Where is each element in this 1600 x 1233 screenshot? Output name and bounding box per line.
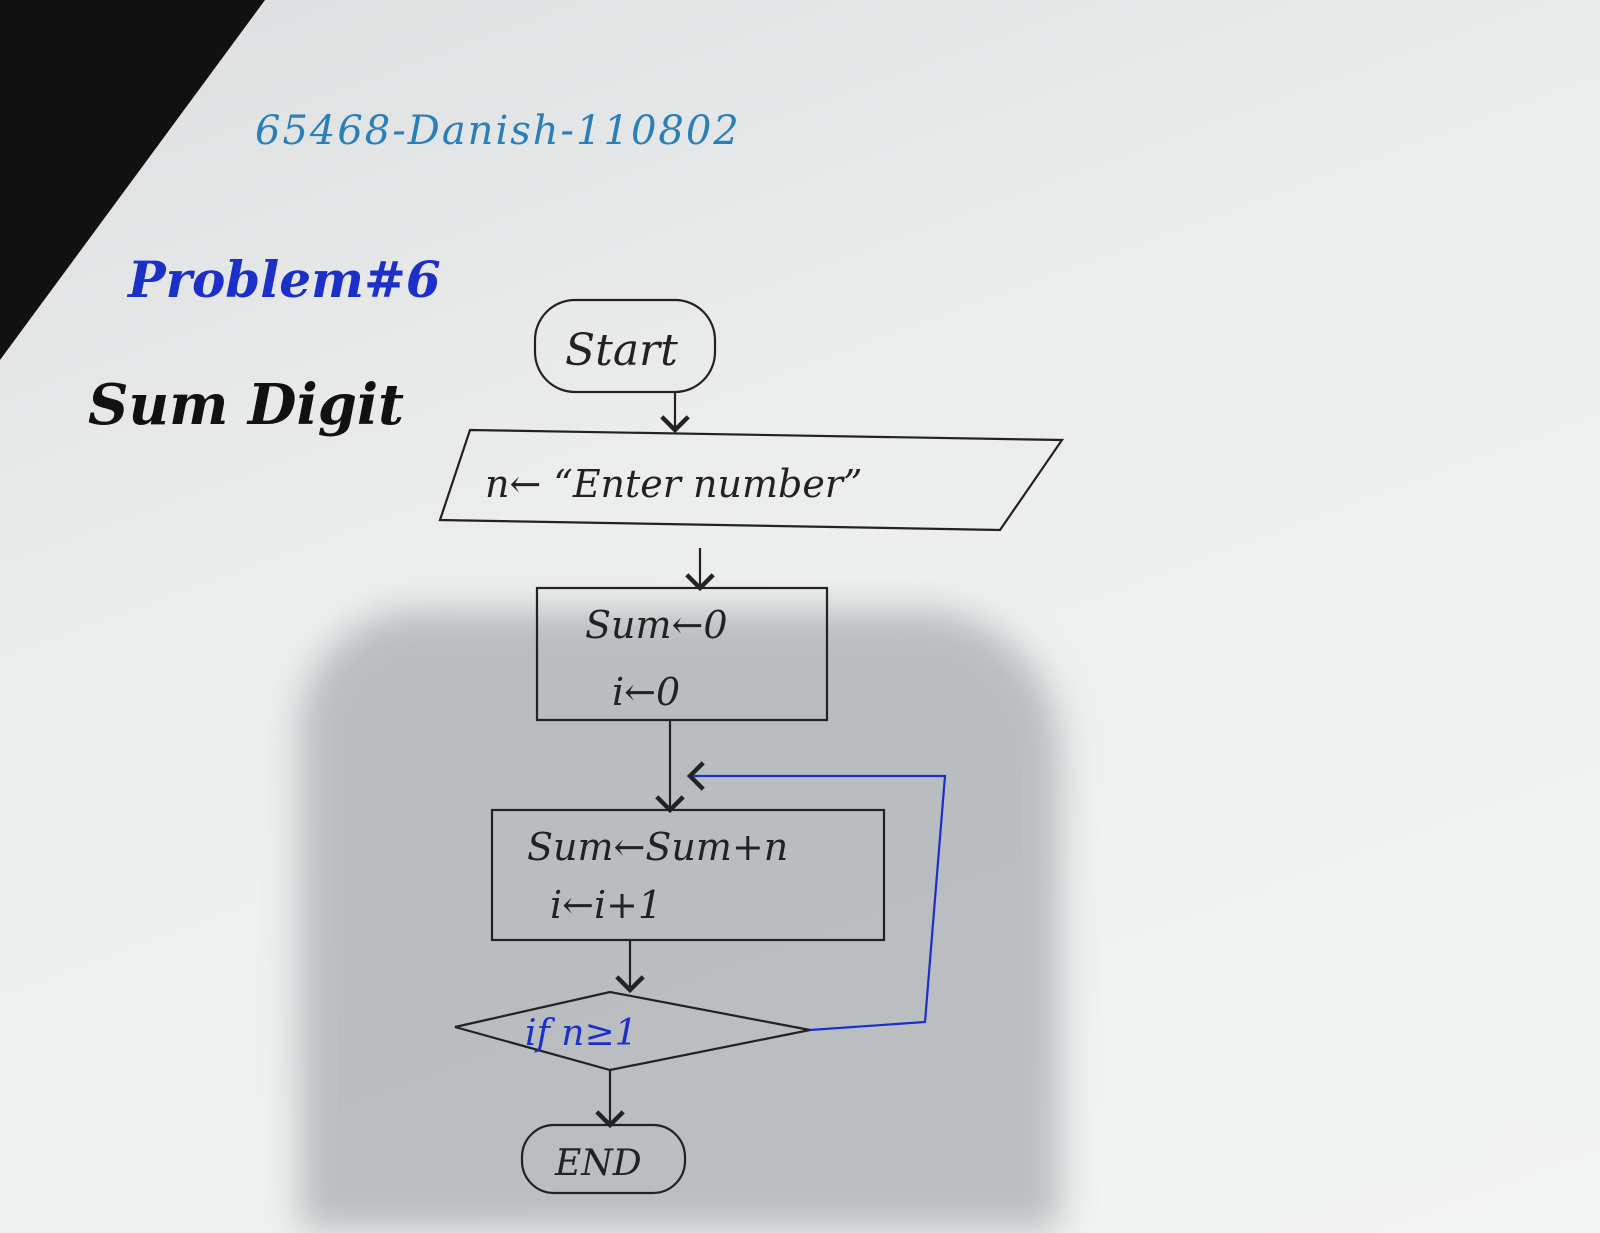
loop-sum-label: Sum←Sum+n	[527, 825, 788, 869]
student-id-line: 65468-Danish-110802	[255, 108, 741, 154]
loop-back-line	[686, 761, 947, 1032]
input-label: n← “Enter number”	[485, 462, 862, 506]
start-label: Start	[565, 325, 678, 376]
end-terminal	[520, 1123, 687, 1195]
end-label: END	[554, 1143, 642, 1184]
loop-process	[490, 808, 886, 942]
init-sum-label: Sum←0	[585, 603, 728, 647]
problem-title: Problem#6	[128, 250, 441, 309]
init-process	[535, 586, 829, 722]
problem-subject: Sum Digit	[88, 372, 405, 438]
decision-label: if n≥1	[525, 1013, 638, 1054]
start-terminal	[533, 298, 717, 394]
input-parallelogram	[438, 428, 1065, 532]
init-i-label: i←0	[612, 670, 680, 714]
loop-i-label: i←i+1	[550, 883, 662, 927]
